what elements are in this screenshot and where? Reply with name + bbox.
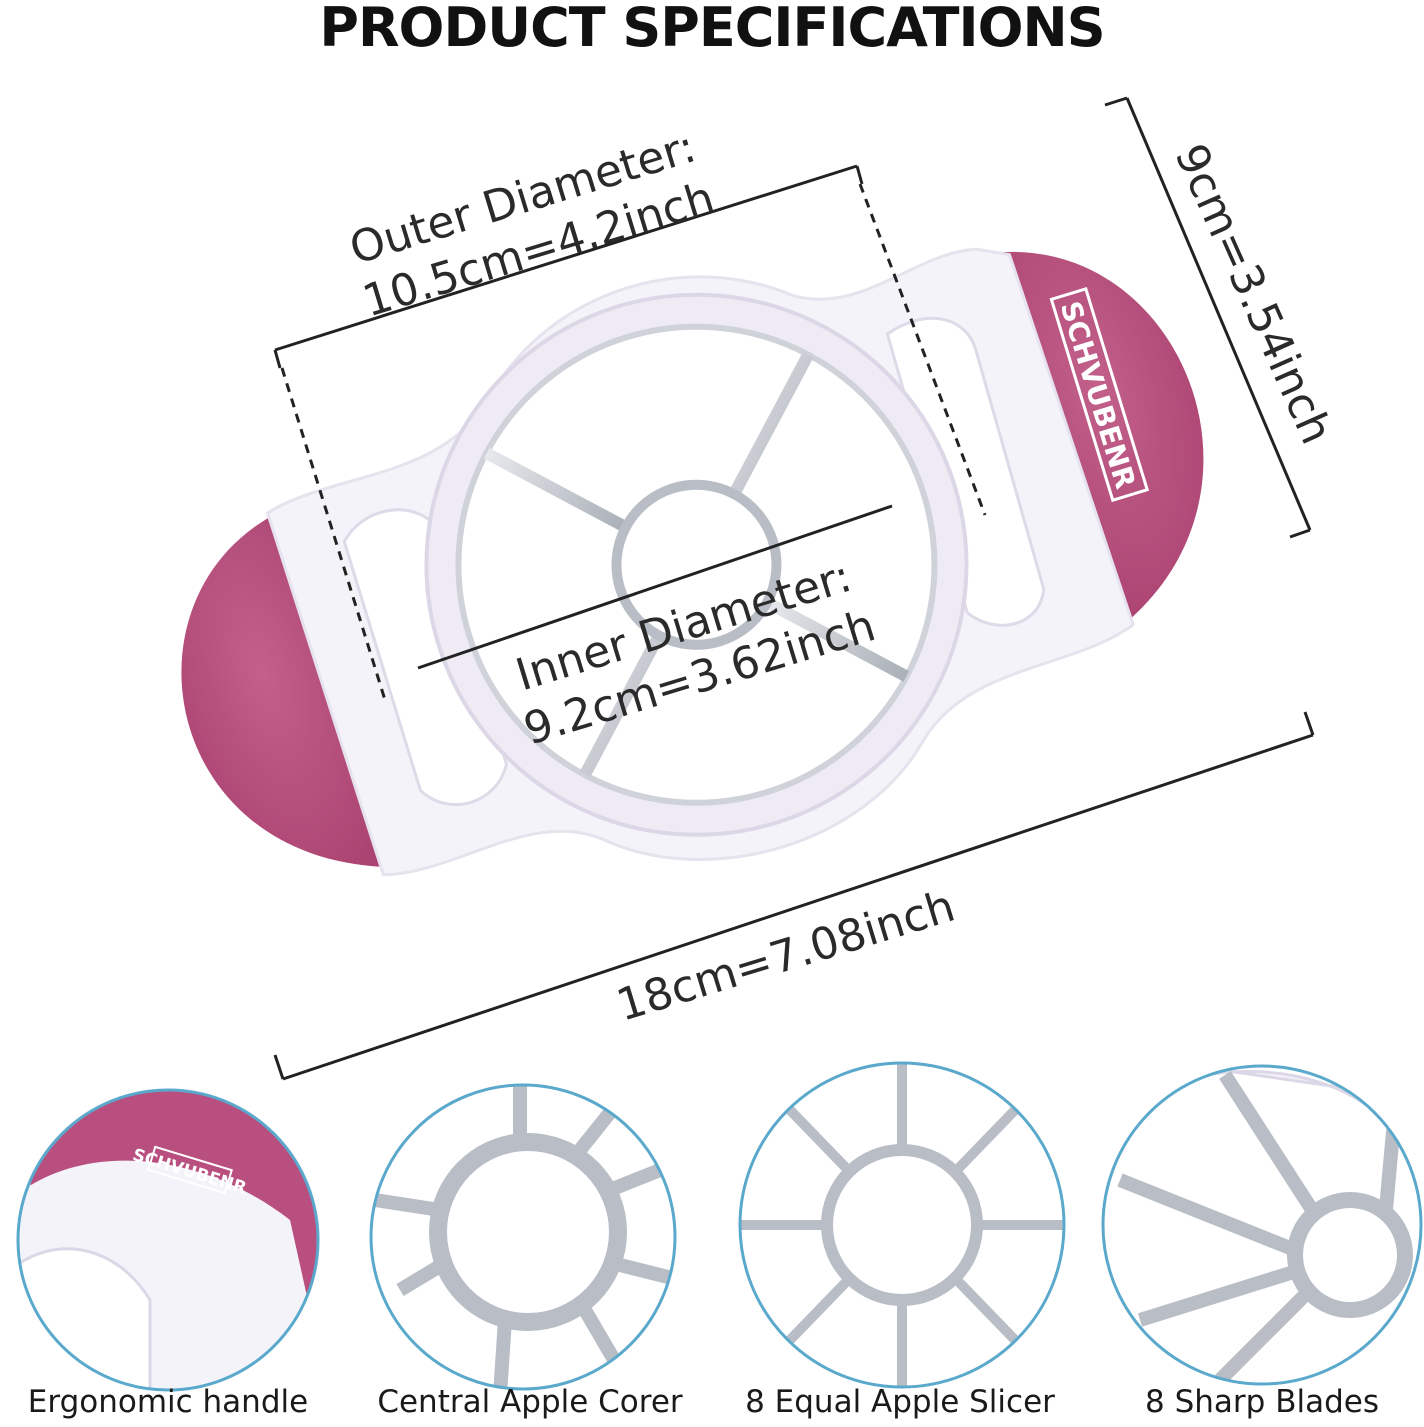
length-label: 18cm=7.08inch (611, 881, 961, 1032)
feature-caption-central-corer: Central Apple Corer (377, 1384, 683, 1420)
corer-ring (611, 479, 782, 650)
feature-caption-ergonomic-handle: Ergonomic handle (27, 1384, 309, 1420)
eight-slice-blades-closeup (738, 1061, 1066, 1389)
page-title: PRODUCT SPECIFICATIONS (319, 0, 1105, 59)
left-slot (342, 508, 508, 807)
ergonomic-handle-closeup: SCHVUBENR (16, 1088, 320, 1392)
apple-slicer: SCHVUBENR (181, 247, 1204, 877)
right-slot (885, 316, 1046, 627)
central-corer-closeup (369, 1083, 677, 1391)
blades (467, 335, 926, 795)
feature-caption-8-blades: 8 Sharp Blades (1145, 1384, 1379, 1420)
svg-text:18cm=7.08inch: 18cm=7.08inch (611, 881, 961, 1032)
dimension-lines (273, 96, 1315, 1081)
sharp-blades-closeup (1101, 1064, 1423, 1386)
feature-caption-8-slicer: 8 Equal Apple Slicer (745, 1384, 1055, 1420)
